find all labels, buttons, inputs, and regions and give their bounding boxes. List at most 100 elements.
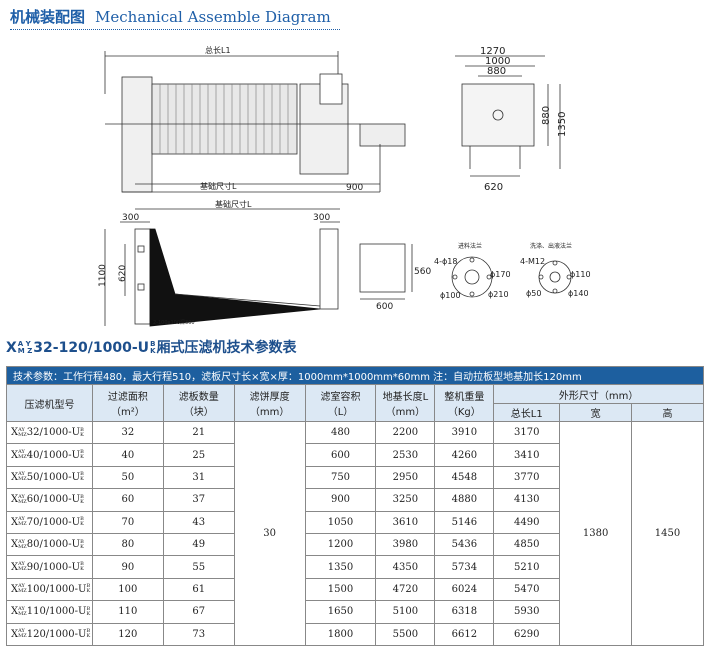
cell-weight: 5734 bbox=[434, 555, 495, 579]
col-cake: 滤饼厚度（mm） bbox=[233, 384, 306, 422]
cell-len: 6290 bbox=[493, 622, 561, 646]
cell-vol: 600 bbox=[304, 443, 377, 467]
cell-plates: 61 bbox=[162, 577, 235, 602]
end-view bbox=[455, 55, 561, 177]
cell-area: 50 bbox=[91, 465, 164, 490]
cell-plates: 25 bbox=[162, 443, 235, 467]
dim-620: 620 bbox=[484, 182, 503, 193]
section-header: 机械装配图 Mechanical Assemble Diagram bbox=[10, 6, 331, 28]
dim-880: 880 bbox=[487, 66, 506, 77]
cell-plates: 73 bbox=[162, 622, 235, 646]
cell-len: 3170 bbox=[493, 420, 561, 445]
flange2-d140: ϕ140 bbox=[568, 289, 589, 298]
cell-area: 80 bbox=[91, 532, 164, 557]
tech-params: 技术参数：工作行程480，最大行程510，滤板尺寸长×宽×厚：1000mm*10… bbox=[6, 366, 704, 385]
found-300-right: 300 bbox=[313, 213, 330, 223]
cell-base: 5500 bbox=[375, 622, 436, 646]
dim-1000: 1000 bbox=[485, 56, 510, 67]
flange1-bolts: 4-ϕ18 bbox=[434, 257, 457, 266]
cell-plates: 55 bbox=[162, 555, 235, 579]
dim-base-length: 基础尺寸L bbox=[200, 181, 237, 191]
cell-weight: 4880 bbox=[434, 488, 495, 512]
cell-width: 1380 bbox=[559, 421, 633, 646]
cell-vol: 1200 bbox=[304, 532, 377, 557]
dim-total-length: 总长L1 bbox=[205, 45, 231, 55]
cell-weight: 4548 bbox=[434, 465, 495, 490]
cell-area: 100 bbox=[91, 577, 164, 602]
cell-area: 70 bbox=[91, 510, 164, 534]
cell-weight: 5146 bbox=[434, 510, 495, 534]
col-base: 地基长度L（mm） bbox=[375, 384, 436, 422]
cell-plates: 21 bbox=[162, 420, 235, 445]
found-note: 2-100x100深300 bbox=[153, 319, 195, 326]
found-300-left: 300 bbox=[122, 213, 139, 223]
cell-plates: 67 bbox=[162, 600, 235, 624]
cell-vol: 1350 bbox=[304, 555, 377, 579]
flange1-title: 进料法兰 bbox=[458, 242, 482, 250]
side-view bbox=[104, 51, 406, 193]
col-area: 过滤面积（m²） bbox=[91, 384, 164, 422]
box-560: 560 bbox=[414, 267, 431, 277]
cell-vol: 1500 bbox=[304, 577, 377, 602]
cell-vol: 1800 bbox=[304, 622, 377, 646]
col-plates: 滤板数量（块） bbox=[162, 384, 235, 422]
dim-1350: 1350 bbox=[557, 112, 568, 137]
flange2-bolts: 4-M12 bbox=[520, 257, 545, 266]
found-620: 620 bbox=[118, 265, 128, 282]
found-base-length: 基础尺寸L bbox=[215, 199, 252, 209]
cell-vol: 1650 bbox=[304, 600, 377, 624]
flange1-d100: ϕ100 bbox=[440, 291, 461, 300]
wash-flange bbox=[538, 260, 572, 294]
cell-weight: 6318 bbox=[434, 600, 495, 624]
cell-len: 5210 bbox=[493, 555, 561, 579]
cell-weight: 6612 bbox=[434, 622, 495, 646]
header-title-en: Mechanical Assemble Diagram bbox=[95, 8, 331, 26]
col-wid: 宽 bbox=[559, 403, 633, 422]
cell-vol: 1050 bbox=[304, 510, 377, 534]
cell-len: 3410 bbox=[493, 443, 561, 467]
cell-len: 3770 bbox=[493, 465, 561, 490]
cell-weight: 5436 bbox=[434, 532, 495, 557]
found-1100: 1100 bbox=[98, 264, 108, 287]
foundation-plan bbox=[104, 208, 340, 327]
cell-plates: 37 bbox=[162, 488, 235, 512]
cell-vol: 750 bbox=[304, 465, 377, 490]
cell-area: 32 bbox=[91, 420, 164, 445]
cell-base: 3980 bbox=[375, 532, 436, 557]
cell-plates: 31 bbox=[162, 465, 235, 490]
feed-flange bbox=[451, 256, 493, 298]
cell-len: 4490 bbox=[493, 510, 561, 534]
motor-box bbox=[359, 243, 413, 300]
cell-base: 2530 bbox=[375, 443, 436, 467]
cell-base: 3250 bbox=[375, 488, 436, 512]
cell-area: 120 bbox=[91, 622, 164, 646]
dim-900: 900 bbox=[346, 183, 363, 193]
cell-len: 5930 bbox=[493, 600, 561, 624]
cell-base: 2200 bbox=[375, 420, 436, 445]
cell-vol: 480 bbox=[304, 420, 377, 445]
flange2-d110: ϕ110 bbox=[570, 270, 591, 279]
cell-len: 4850 bbox=[493, 532, 561, 557]
flange1-d170: ϕ170 bbox=[490, 270, 511, 279]
dim-1270: 1270 bbox=[480, 46, 505, 57]
spec-table: 技术参数：工作行程480，最大行程510，滤板尺寸长×宽×厚：1000mm*10… bbox=[6, 366, 704, 646]
cell-weight: 6024 bbox=[434, 577, 495, 602]
cell-area: 110 bbox=[91, 600, 164, 624]
flange2-title: 洗涤、出液法兰 bbox=[530, 242, 572, 250]
header-title-cn: 机械装配图 bbox=[10, 8, 86, 26]
